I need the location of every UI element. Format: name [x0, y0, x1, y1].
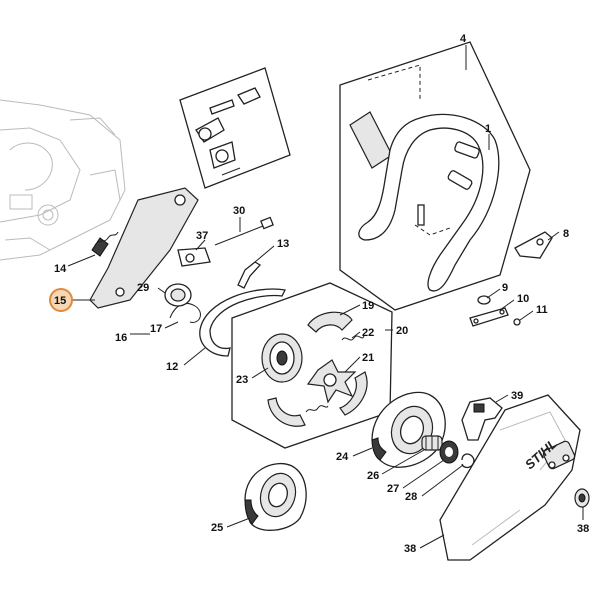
- part-29-bolt[interactable]: [214, 216, 274, 246]
- callout-8: 8: [563, 228, 569, 240]
- part-22-clutch-disc[interactable]: [261, 333, 303, 383]
- callout-1: 1: [485, 123, 491, 135]
- callout-14: 14: [54, 263, 67, 275]
- callout-10: 10: [517, 293, 529, 305]
- callout-26: 27: [387, 483, 399, 495]
- part-23-clutch-drum[interactable]: [371, 391, 446, 468]
- callout-29: 30: [233, 205, 245, 217]
- callout-22: 23: [236, 374, 248, 386]
- callout-13: 13: [277, 238, 289, 250]
- callout-23: 24: [336, 451, 349, 463]
- callout-15: 15: [54, 295, 66, 307]
- callout-37: 38: [404, 543, 416, 555]
- callout-9: 9: [502, 282, 508, 294]
- callout-15-highlighted[interactable]: 15: [49, 288, 73, 312]
- part-24-sprocket-drum[interactable]: [244, 462, 307, 531]
- part-38-nut[interactable]: [574, 488, 590, 508]
- lower-clutch-shoes[interactable]: [267, 371, 368, 427]
- part-21-spring[interactable]: [341, 335, 365, 341]
- callout-17: 17: [150, 323, 162, 335]
- part-11-clip[interactable]: [513, 318, 521, 326]
- part-28-bearing[interactable]: [164, 283, 192, 307]
- engine-housing-ghost: [0, 99, 126, 261]
- part-39-bracket[interactable]: [461, 397, 503, 441]
- callout-19: 19: [362, 300, 374, 312]
- part-19-clutch-shoe[interactable]: [307, 311, 353, 333]
- callout-24: 25: [211, 522, 223, 534]
- part-12-brake-band[interactable]: [199, 288, 286, 357]
- callout-21: 22: [362, 327, 374, 339]
- part-1-handle-bar[interactable]: [358, 113, 500, 292]
- callout-27: 28: [405, 491, 417, 503]
- front-handle-box: [339, 41, 531, 311]
- callout-labels: 4 1 8 9 10 11 30 37 13 14 29 17 16 12 19…: [54, 33, 589, 555]
- callout-12: 12: [166, 361, 178, 373]
- part-26-washer[interactable]: [439, 440, 459, 464]
- callout-11: 11: [536, 304, 548, 316]
- part-10-plate[interactable]: [469, 307, 509, 327]
- callout-18: 20: [396, 325, 408, 337]
- callout-4: 4: [460, 33, 467, 45]
- part-14-spring[interactable]: [91, 231, 119, 257]
- part-13-hook[interactable]: [237, 261, 262, 289]
- callout-20: 21: [362, 352, 374, 364]
- part-30-lever[interactable]: [177, 247, 211, 267]
- callout-25: 26: [367, 470, 379, 482]
- callout-39: 39: [511, 390, 523, 402]
- part-25-needle-bearing[interactable]: [421, 435, 443, 451]
- hardware-inset-box: [179, 67, 291, 189]
- callout-38: 38: [577, 523, 589, 535]
- part-27-e-clip[interactable]: [461, 453, 475, 469]
- callout-30: 37: [196, 230, 208, 242]
- part-8-bracket[interactable]: [514, 231, 553, 259]
- leader-lines: [67, 45, 584, 549]
- part-17-spring[interactable]: [169, 303, 201, 323]
- callout-28: 29: [137, 282, 149, 294]
- part-20-clutch-hub[interactable]: [306, 359, 357, 404]
- part-37-sprocket-cover[interactable]: STIHL: [439, 394, 581, 561]
- part-15-brake-bracket[interactable]: [89, 187, 199, 309]
- callout-16: 16: [115, 332, 127, 344]
